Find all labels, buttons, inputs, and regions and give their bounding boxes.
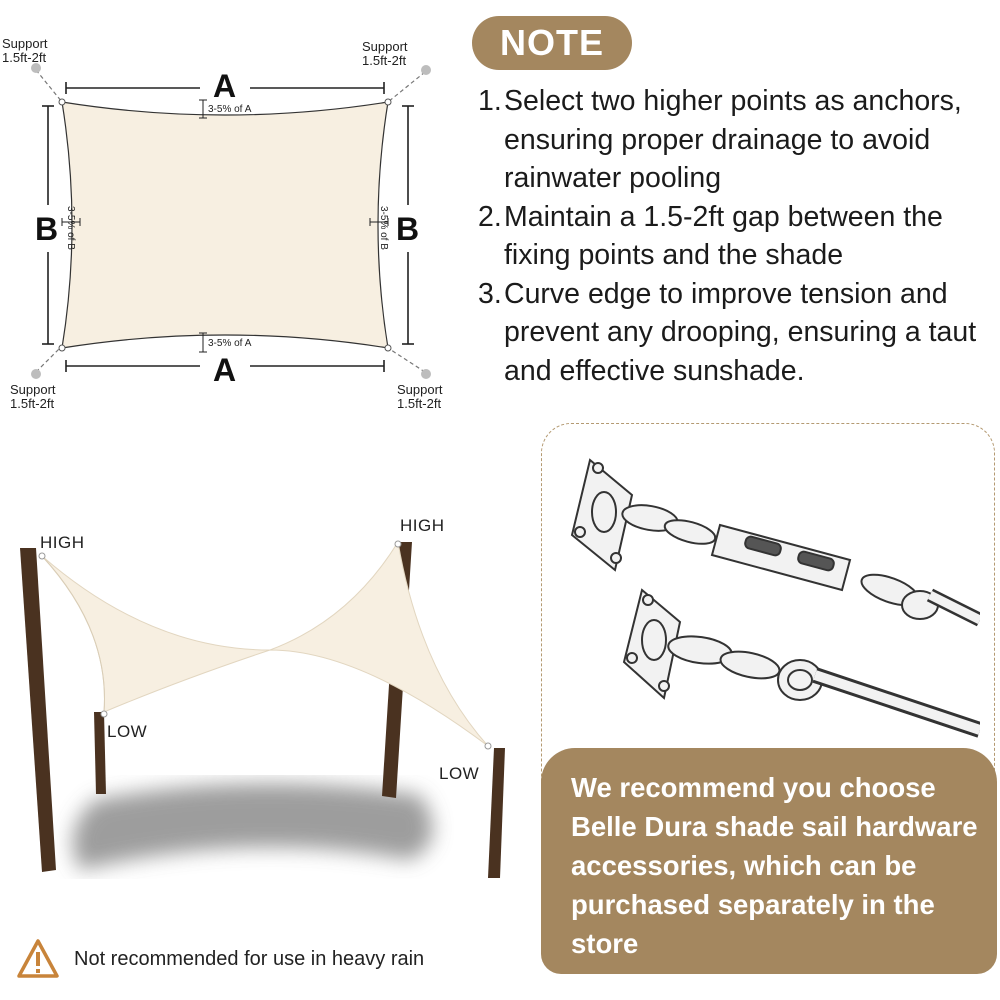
hardware-panel (541, 423, 995, 783)
side-b-label-left: B (35, 211, 59, 247)
recommendation-box: We recommend you choose Belle Dura shade… (541, 748, 997, 974)
warning-text: Not recommended for use in heavy rain (74, 947, 425, 970)
support-dot (31, 63, 41, 73)
ground-shadow (72, 783, 433, 870)
recommendation-text: We recommend you choose Belle Dura shade… (571, 772, 978, 959)
side-a-label-bottom: A (213, 352, 237, 388)
pole (20, 548, 56, 872)
high-label-right: HIGH (400, 516, 445, 535)
instruction-item: 2.Maintain a 1.5-2ft gap between the fix… (478, 200, 943, 272)
side-a-label-top: A (213, 68, 237, 104)
instruction-item: 3.Curve edge to improve tension and prev… (478, 277, 977, 387)
support-dot (421, 369, 431, 379)
high-label-left: HIGH (40, 533, 85, 552)
support-dot (31, 369, 41, 379)
low-label-left: LOW (107, 722, 148, 741)
warning-notice: Not recommended for use in heavy rain (16, 936, 496, 982)
pole (488, 748, 505, 878)
pole (94, 712, 106, 794)
curve-b-label-left: 3-5% of B (65, 206, 76, 250)
sail-shape (41, 540, 489, 747)
instruction-list: 1.Select two higher points as anchors, e… (478, 82, 998, 390)
low-label-right: LOW (439, 764, 480, 783)
instruction-item: 1.Select two higher points as anchors, e… (478, 85, 962, 194)
support-dot (421, 65, 431, 75)
curve-a-label-bottom: 3-5% of A (208, 338, 252, 349)
warning-triangle-icon (17, 939, 59, 978)
sail-shape (61, 101, 389, 349)
note-badge: NOTE (472, 16, 632, 70)
installation-illustration (20, 540, 505, 878)
side-b-label-right: B (396, 211, 420, 247)
dimension-diagram (31, 63, 431, 379)
hardware-illustration (570, 458, 980, 738)
curve-b-label-right: 3-5% of B (378, 206, 389, 250)
curve-a-label-top: 3-5% of A (208, 104, 252, 115)
